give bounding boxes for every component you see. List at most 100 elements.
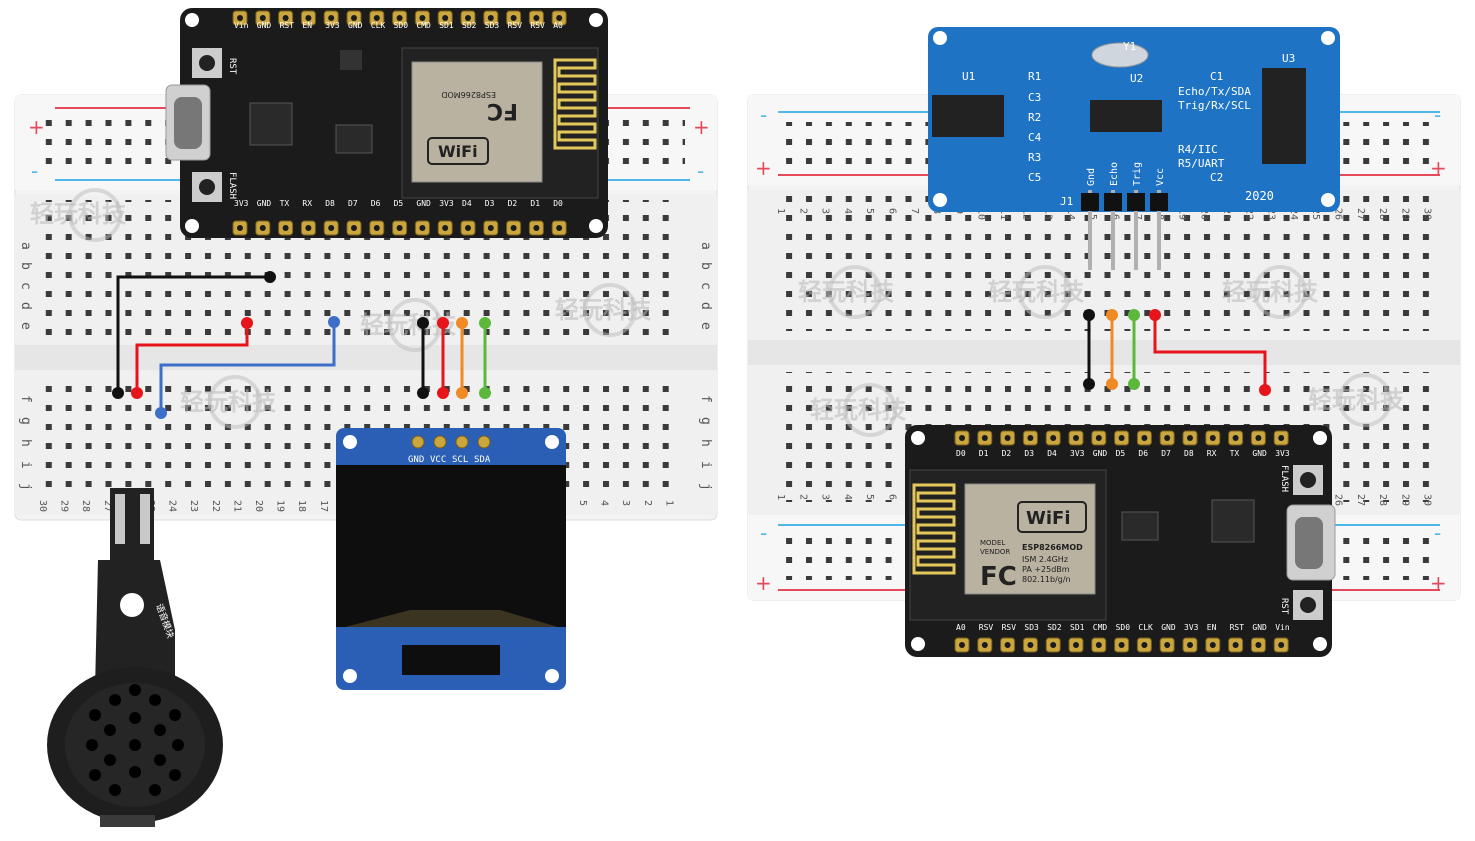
- pin-label: 3V3: [1184, 623, 1199, 632]
- column-number: 30: [1422, 208, 1433, 220]
- column-number: 24: [1288, 208, 1299, 220]
- column-number: 10: [976, 208, 987, 220]
- rail-plus-sign: +: [1430, 571, 1447, 595]
- wires: [112, 271, 1271, 419]
- column-number: 23: [188, 500, 199, 512]
- column-number: 1: [775, 494, 786, 500]
- watermark: 轻玩科技: [798, 265, 895, 319]
- pin-label: CLK: [1138, 623, 1153, 632]
- row-letter: i: [698, 461, 713, 469]
- silk-label: Y1: [1123, 40, 1136, 53]
- ic-u2: [1090, 100, 1162, 132]
- rail-plus-sign: +: [693, 115, 710, 139]
- pin-label: SD3: [485, 21, 500, 30]
- oled-pin: [411, 435, 425, 449]
- pin-label: TX: [280, 199, 290, 208]
- column-number: 22: [210, 500, 221, 512]
- column-number: 27: [102, 500, 113, 512]
- column-number: 15: [1087, 208, 1098, 220]
- jumper-wire: [159, 322, 336, 413]
- row-letter: f: [18, 395, 33, 403]
- wifi-logo-text: WiFi: [438, 142, 478, 161]
- pin-label: RSV: [508, 21, 523, 30]
- column-number: 30: [1422, 494, 1433, 506]
- pin-label: GND: [1161, 623, 1176, 632]
- mode-label: R4/IIC: [1178, 143, 1218, 156]
- pin-label: CMD: [416, 21, 431, 30]
- row-letter: c: [18, 282, 33, 290]
- pin-label: SD2: [462, 21, 477, 30]
- pin-label: D3: [1024, 449, 1034, 458]
- watermark: 轻玩科技: [555, 283, 652, 337]
- pin-label: D4: [462, 199, 472, 208]
- mode-label: Echo/Tx/SDA: [1178, 85, 1251, 98]
- pin-label: 3V3: [439, 199, 454, 208]
- watermark: 轻玩科技: [988, 265, 1085, 319]
- watermark: 轻玩科技: [180, 375, 277, 429]
- right-column-numbers-top: 1234567891011121314151617181920212223242…: [775, 208, 1433, 220]
- column-number: 28: [1377, 494, 1388, 506]
- wire-endpoint: [264, 271, 276, 283]
- oled-pin-label: SDA: [474, 455, 491, 465]
- wire-endpoint: [479, 387, 491, 399]
- fc-logo-text: FC: [980, 562, 1017, 592]
- row-letter: e: [698, 322, 713, 330]
- rail-minus-sign: -: [760, 521, 767, 545]
- silk-label: U1: [962, 70, 975, 83]
- regulator-chip: [335, 124, 373, 154]
- module-spec: ISM 2.4GHz: [1022, 555, 1068, 564]
- pin-label: CMD: [1093, 623, 1108, 632]
- watermark: 轻玩科技: [810, 383, 907, 437]
- regulator-chip: [1121, 511, 1159, 541]
- wire-endpoint: [328, 316, 340, 328]
- wire-endpoint: [112, 387, 124, 399]
- pin-label: SD3: [1024, 623, 1039, 632]
- watermark: 轻玩科技: [30, 188, 127, 242]
- column-number: 1: [663, 500, 674, 506]
- column-number: 2: [797, 208, 808, 214]
- watermark-text: 轻玩科技: [1308, 386, 1405, 414]
- column-number: 23: [1266, 208, 1277, 220]
- pin-label: GND: [348, 21, 363, 30]
- column-number: 3: [620, 500, 631, 506]
- row-letter: h: [698, 439, 713, 447]
- pin-label: CLK: [371, 21, 386, 30]
- watermark-text: 轻玩科技: [180, 388, 277, 416]
- watermark: 轻玩科技: [1308, 373, 1405, 427]
- ic-u1: [932, 95, 1004, 137]
- rail-minus-sign: -: [1434, 521, 1441, 545]
- sensor-pin: [1111, 190, 1115, 270]
- silk-label: R3: [1028, 151, 1041, 164]
- pin-label: SD0: [394, 21, 409, 30]
- sensor-pin-label: Echo: [1109, 162, 1120, 186]
- column-number: 4: [842, 494, 853, 500]
- module-label: ESP8266MOD: [441, 90, 496, 99]
- wire-endpoint: [155, 407, 167, 419]
- rail-minus-sign: -: [760, 103, 767, 127]
- column-number: 27: [1355, 494, 1366, 506]
- silk-label: U3: [1282, 52, 1295, 65]
- wire-endpoint: [456, 387, 468, 399]
- pin-label: SD1: [1070, 623, 1085, 632]
- pin-label: D4: [1047, 449, 1057, 458]
- pin-label: D6: [1138, 449, 1148, 458]
- column-number: 29: [59, 500, 70, 512]
- oled-pin-label: SCL: [452, 455, 468, 465]
- rail-signs: + - + - + - + - + + - -: [28, 103, 1447, 595]
- wire-endpoint: [1128, 309, 1140, 321]
- wire-endpoint: [1083, 378, 1095, 390]
- pin-label: D8: [325, 199, 335, 208]
- column-number: 29: [1399, 494, 1410, 506]
- column-number: 26: [1333, 494, 1344, 506]
- pin-label: GND: [257, 199, 272, 208]
- sensor-year: 2020: [1245, 189, 1274, 203]
- fc-logo-text: FC: [487, 98, 518, 123]
- column-number: 28: [1377, 208, 1388, 220]
- pin-label: RSV: [1002, 623, 1017, 632]
- pin-label: D1: [530, 199, 540, 208]
- wire-endpoint: [131, 387, 143, 399]
